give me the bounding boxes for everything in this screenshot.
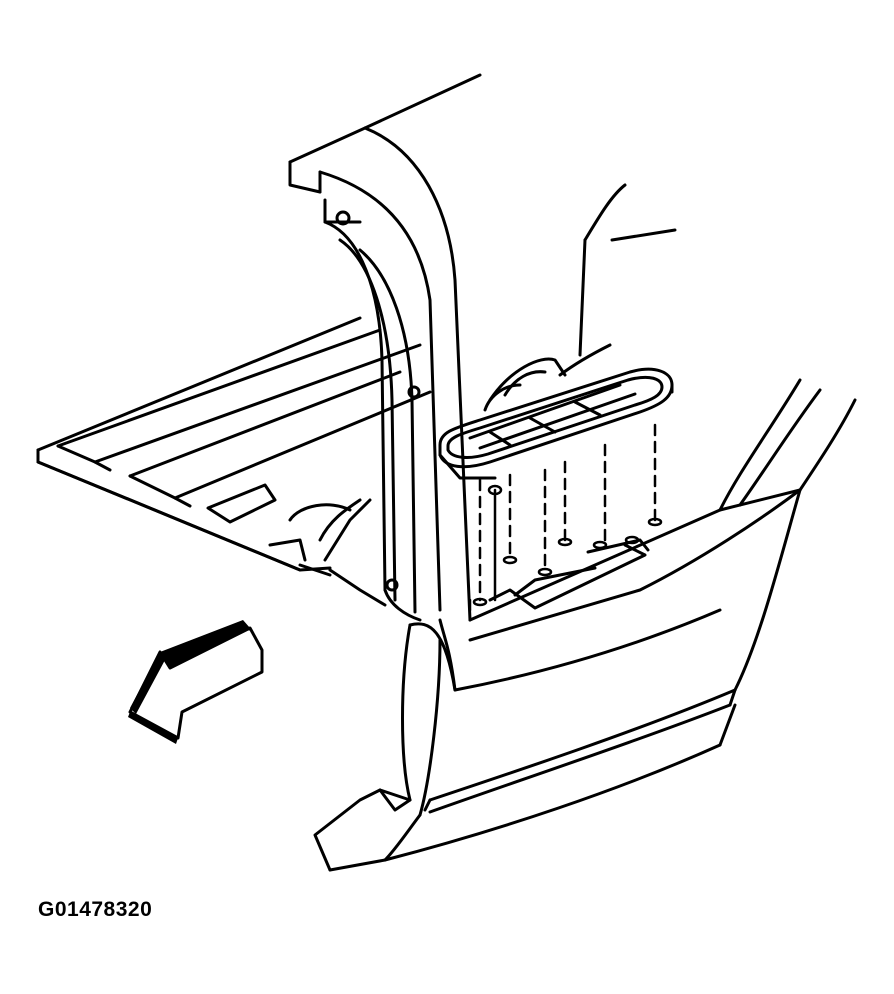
wheel-opening-flange bbox=[323, 198, 422, 622]
fastener-alignment-lines bbox=[468, 423, 663, 612]
wheel-house-inner bbox=[288, 498, 387, 607]
arrow-front-of-vehicle-icon bbox=[128, 620, 264, 744]
bed-floor bbox=[36, 316, 432, 572]
wheel-arch-outer bbox=[313, 622, 737, 872]
figure-id-label: G01478320 bbox=[38, 898, 153, 921]
bedside-lower-panel bbox=[423, 378, 857, 814]
mounting-plate bbox=[488, 538, 650, 610]
bedside-upper-panel bbox=[288, 73, 677, 622]
step-pad bbox=[438, 357, 674, 480]
